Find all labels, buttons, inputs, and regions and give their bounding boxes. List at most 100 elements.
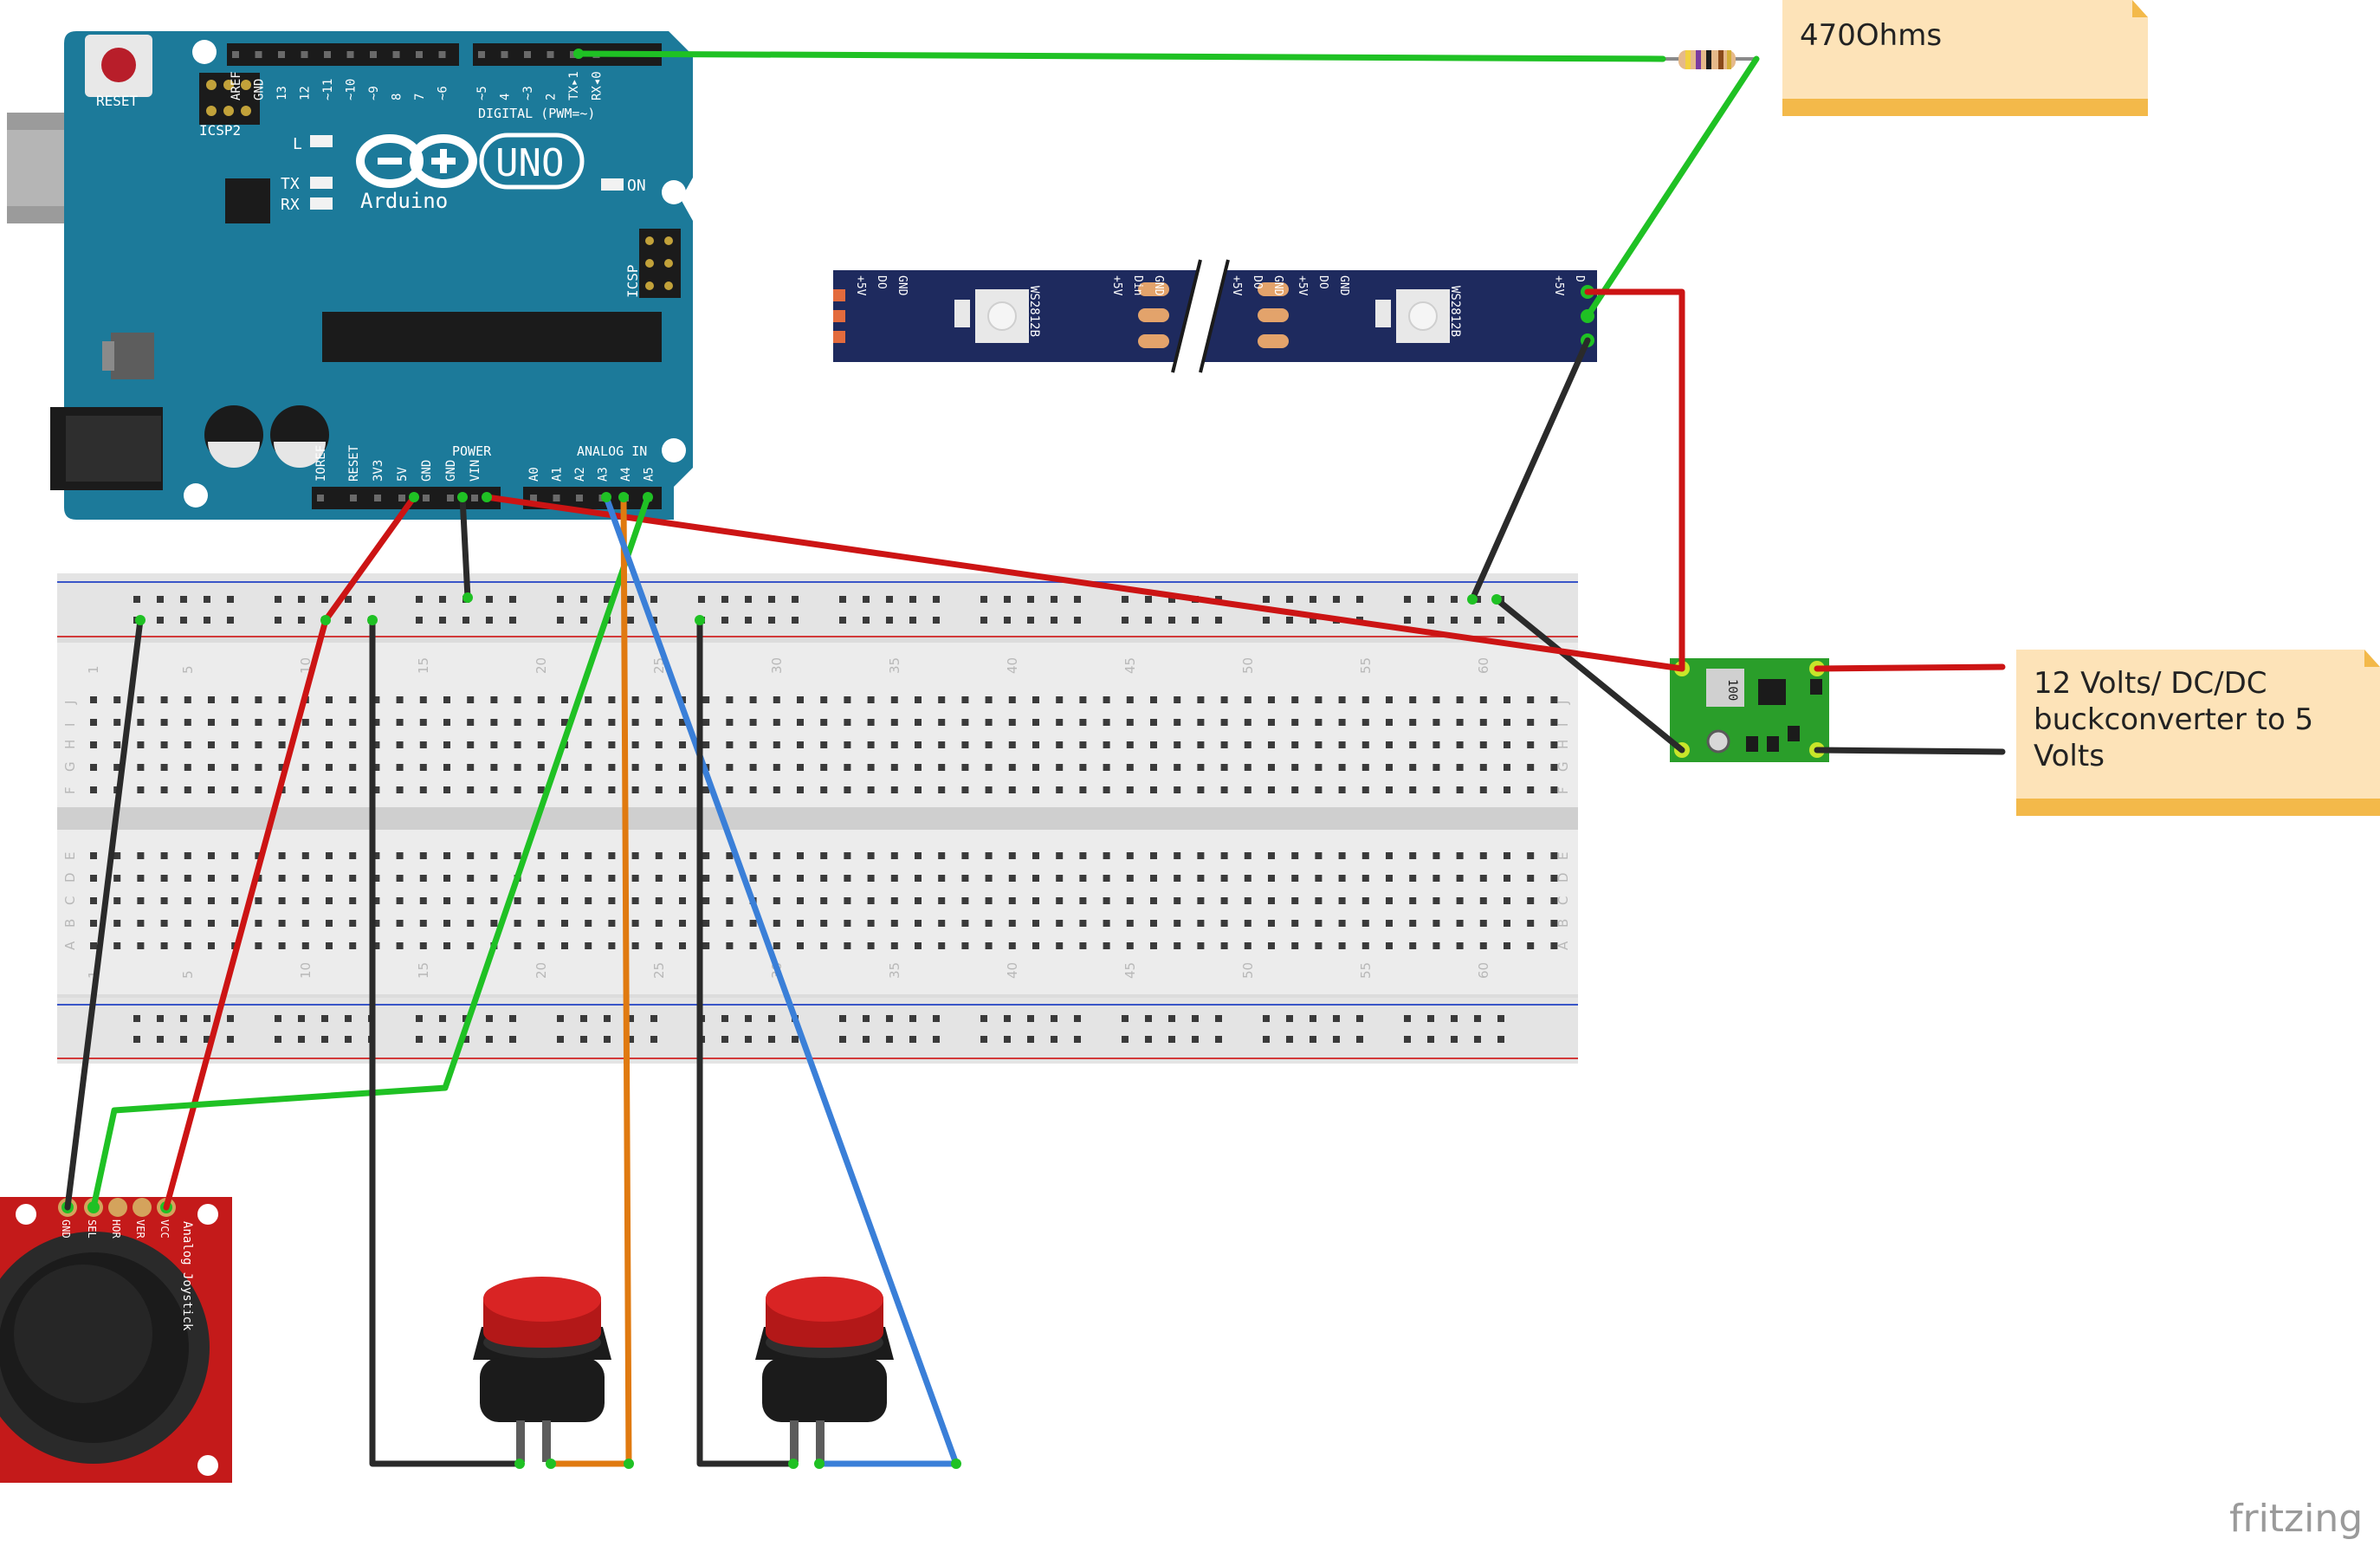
breadboard-hole [561, 920, 568, 927]
breadboard-hole [443, 764, 450, 771]
breadboard-hole [1361, 719, 1369, 726]
breadboard-hole [1174, 764, 1181, 771]
breadboard-hole [608, 875, 616, 882]
breadboard-hole [326, 719, 333, 726]
icsp-label: ICSP [624, 264, 641, 298]
buck-note: 12 Volts/ DC/DC buckconverter to 5 Volts [2016, 650, 2380, 816]
strip-pad-label: GND [1152, 275, 1165, 296]
joystick-pin-label: HOR [110, 1219, 122, 1239]
breadboard-hole [1550, 920, 1558, 927]
rail-hole [1333, 596, 1340, 603]
breadboard-hole [537, 942, 545, 949]
breadboard-hole [1291, 696, 1299, 703]
rail-hole [792, 596, 799, 603]
rail-hole [768, 1015, 775, 1022]
breadboard-hole [1220, 897, 1228, 904]
breadboard-hole [90, 920, 97, 927]
breadboard-hole [1527, 942, 1535, 949]
column-number: 55 [1358, 962, 1374, 979]
rail-hole [157, 1036, 164, 1043]
rail-hole [1122, 617, 1129, 624]
breadboard-hole [349, 764, 357, 771]
wire-12v-negative [1814, 747, 2006, 755]
breadboard-hole [1527, 852, 1535, 859]
breadboard-hole [1504, 786, 1510, 793]
rail-hole [321, 596, 328, 603]
rail-hole [909, 1036, 916, 1043]
breadboard-hole [702, 897, 710, 904]
breadboard-hole [443, 942, 450, 949]
breadboard-hole [1126, 920, 1134, 927]
push-button-2[interactable] [755, 1277, 894, 1462]
breadboard-hole [349, 741, 357, 748]
breadboard-hole [1433, 764, 1440, 771]
breadboard-hole [749, 741, 757, 748]
breadboard-hole [184, 920, 191, 927]
breadboard-hole [490, 920, 498, 927]
buck-inductor-label: 100 [1725, 679, 1739, 701]
breadboard-hole [514, 897, 521, 904]
header-pin [324, 51, 331, 58]
row-letter: I [1555, 723, 1571, 727]
rail-hole [1192, 1036, 1199, 1043]
breadboard-hole [326, 741, 333, 748]
rail-hole [980, 617, 987, 624]
breadboard-hole [1338, 786, 1346, 793]
rail-hole [180, 1015, 187, 1022]
breadboard-hole [655, 875, 663, 882]
breadboard-hole [1126, 897, 1134, 904]
rail-hole [1310, 1015, 1316, 1022]
breadboard-hole [1103, 875, 1110, 882]
rail-hole [1051, 1015, 1057, 1022]
breadboard-hole [514, 719, 521, 726]
breadboard-hole [1079, 786, 1087, 793]
wire-rail-gnd-to-buck [1493, 596, 1685, 754]
analog-pin-label: A1 [551, 467, 565, 482]
breadboard-hole [702, 696, 710, 703]
rail-hole [180, 617, 187, 624]
on-led [601, 178, 624, 191]
breadboard-hole [1150, 875, 1157, 882]
header-pin [398, 495, 405, 501]
breadboard-hole [915, 875, 922, 882]
buck-potentiometer[interactable] [1706, 729, 1730, 754]
header-pin [478, 51, 485, 58]
rail-hole [839, 596, 846, 603]
breadboard-hole [160, 696, 168, 703]
breadboard-hole [113, 764, 121, 771]
row-letter: G [62, 761, 78, 772]
breadboard-hole [820, 897, 828, 904]
voltage-regulator [111, 333, 154, 379]
wire-button2-gnd [696, 617, 797, 1467]
breadboard-hole [419, 786, 427, 793]
breadboard-hole [1056, 942, 1064, 949]
breadboard-hole [1315, 696, 1323, 703]
breadboard-hole [1268, 696, 1275, 703]
push-button-1[interactable] [473, 1277, 611, 1462]
breadboard-hole [1032, 764, 1039, 771]
breadboard-hole [255, 852, 262, 859]
breadboard-hole [844, 719, 851, 726]
breadboard-hole [1361, 696, 1369, 703]
breadboard-hole [608, 920, 616, 927]
digital-pin-label: 13 [275, 86, 289, 100]
column-number: 40 [1005, 657, 1020, 674]
header-pin [301, 51, 308, 58]
resistor-470-ohm [1663, 50, 1756, 69]
breadboard-hole [113, 875, 121, 882]
breadboard-hole [561, 875, 568, 882]
header-pin [392, 51, 400, 58]
column-number: 5 [180, 665, 196, 674]
breadboard-hole [1479, 942, 1487, 949]
header-pin [524, 51, 531, 58]
header-pin [416, 51, 423, 58]
breadboard-hole [419, 764, 427, 771]
breadboard-hole [278, 920, 286, 927]
wire-data-to-resistor [575, 50, 1666, 62]
breadboard-hole [1079, 875, 1087, 882]
breadboard-hole [349, 786, 357, 793]
breadboard-hole [726, 942, 734, 949]
breadboard-hole [561, 764, 568, 771]
breadboard-hole [1126, 696, 1134, 703]
